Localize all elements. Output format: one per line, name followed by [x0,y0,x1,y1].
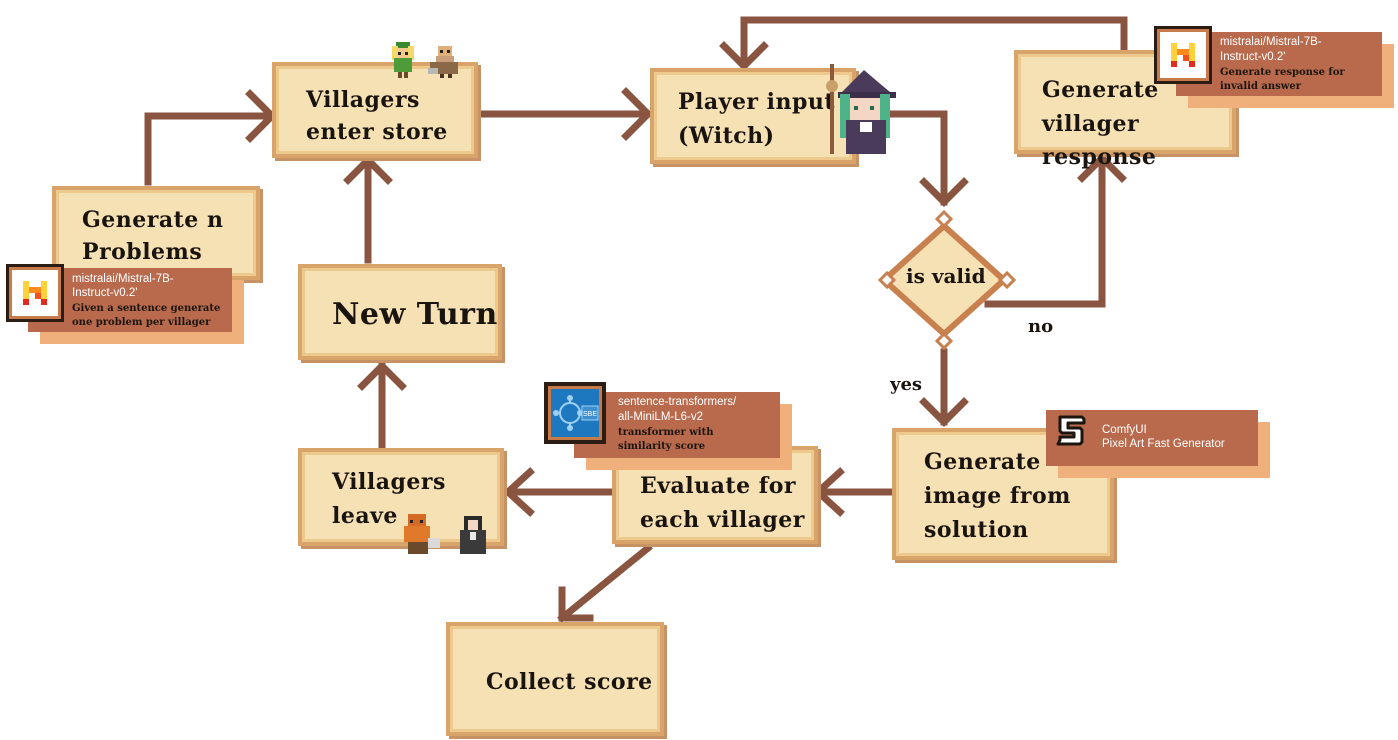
edge-label-yes: yes [890,374,923,395]
arrow-evaluate-to-collect [557,543,653,623]
card-desc: Given a sentence generate one problem pe… [72,303,221,328]
card-model-line: sentence-transformers/ [618,396,737,408]
node-line: Villagers [332,469,446,495]
node-line: Generate [1042,77,1159,103]
node-line: villager response [1042,111,1157,170]
node-line: solution [924,517,1029,543]
card-model-line: Instruct-v0.2' [72,287,138,299]
mistral-logo [6,264,64,322]
node-line: Generate [924,449,1041,475]
is-valid-label: is valid [906,264,986,288]
villager-dwarf-sprite [428,46,458,78]
node-generate-problems: Generate n Problems [52,186,260,280]
card-desc: Generate response for invalid answer [1220,67,1345,92]
node-line: each villager [640,507,805,533]
node-line: New Turn [332,297,498,332]
mistral-icon [1171,43,1195,67]
card-sbert: sentence-transformers/ all-MiniLM-L6-v2 … [574,392,780,458]
node-line: Problems [82,239,203,265]
card-model-line: Instruct-v0.2' [1220,51,1286,63]
sbert-icon: SBE [553,395,599,431]
sbert-logo-text: SBE [583,411,597,418]
arrow-valid-to-response [984,154,1106,308]
card-model-line: mistralai/Mistral-7B- [72,273,174,285]
mistral-icon [23,281,47,305]
decision-diamond [877,209,1017,351]
node-line: image from [924,483,1071,509]
node-evaluate: Evaluate for each villager [612,446,818,544]
sbert-logo: SBE [544,382,606,444]
node-collect-score: Collect score [446,622,664,736]
node-line: leave [332,503,398,529]
node-line: enter store [306,119,448,145]
comfyui-icon [1056,415,1086,446]
witch-sprite [826,64,896,154]
node-player-input: Player input (Witch) [650,68,856,164]
card-model-line: all-MiniLM-L6-v2 [618,411,703,423]
node-line: Villagers [306,87,420,113]
arrow-response-to-player [740,16,1128,70]
comfyui-logo [1054,414,1088,448]
node-line: Player input [678,89,836,115]
villager-nun-sprite [460,516,486,554]
node-line: Generate n [82,207,224,233]
node-line: (Witch) [678,123,775,149]
node-line: Evaluate for [640,473,796,499]
mistral-logo [1154,26,1212,84]
node-new-turn: New Turn [298,264,502,360]
villager-elf-sprite [392,42,414,78]
edge-label-no: no [1028,316,1054,337]
villager-warrior-sprite [404,514,440,554]
card-model-line: ComfyUI [1102,424,1147,436]
arrow-problems-to-enter [144,112,276,186]
card-model-line: Pixel Art Fast Generator [1102,438,1225,450]
card-desc: transformer with similarity score [618,427,714,452]
node-line: Collect score [486,669,653,695]
card-model-line: mistralai/Mistral-7B- [1220,36,1322,48]
